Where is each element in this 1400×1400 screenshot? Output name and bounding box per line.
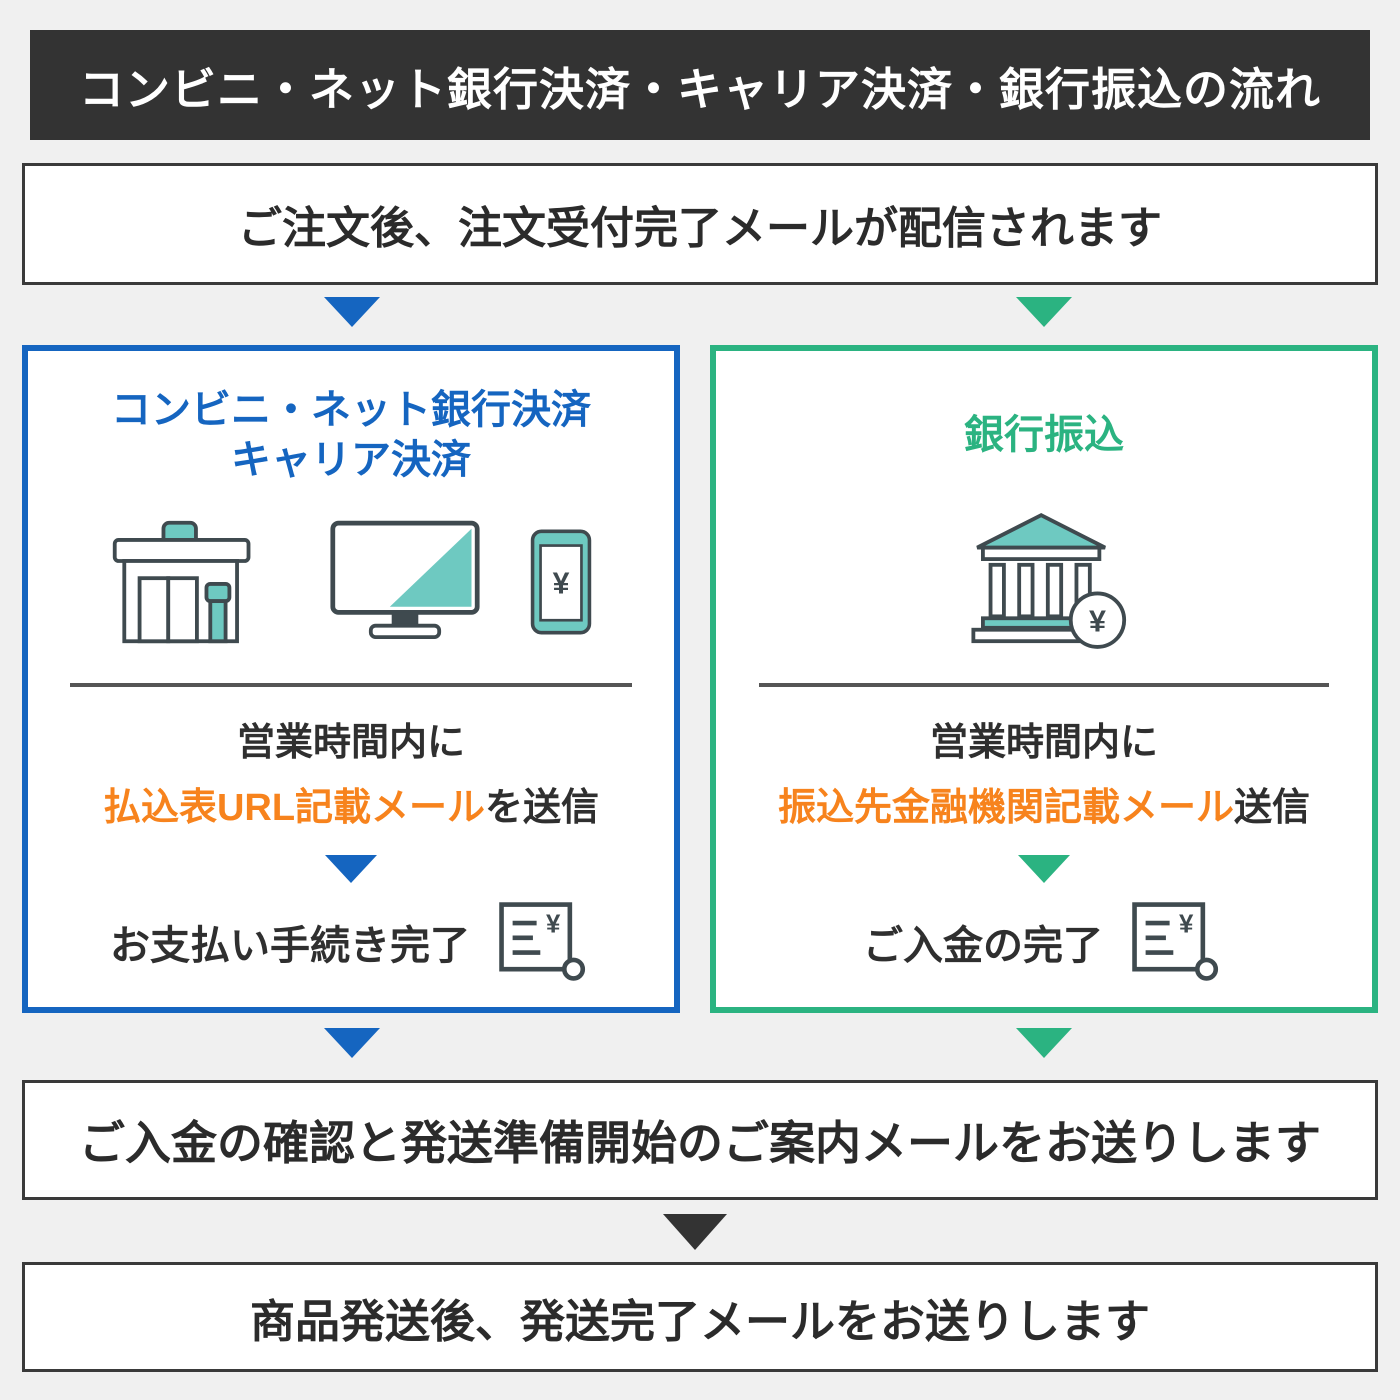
page-title-text: コンビニ・ネット銀行決済・キャリア決済・銀行振込の流れ <box>78 63 1321 115</box>
bank-icon: ¥ <box>971 513 1127 649</box>
right-divider <box>758 683 1330 687</box>
bank-icons-row: ¥ <box>716 497 1372 667</box>
arrow-down-blue-icon <box>324 297 380 327</box>
left-complete-row: お支払い手続き完了 ¥ <box>28 899 674 984</box>
left-complete-text: お支払い手続き完了 <box>110 923 470 968</box>
smartphone-yen-symbol: ¥ <box>553 568 570 601</box>
step-payment-confirmed: ご入金の確認と発送準備開始のご案内メールをお送りします <box>22 1080 1378 1200</box>
arrow-down-green-icon <box>1016 297 1072 327</box>
left-inner-arrow-icon <box>325 855 377 883</box>
arrow-down-green-icon <box>1016 1028 1072 1058</box>
panel-convenience-title-line2: キャリア決済 <box>231 438 471 482</box>
step-order-received-text: ご注文後、注文受付完了メールが配信されます <box>238 204 1162 253</box>
panel-bank-title: 銀行振込 <box>716 381 1372 489</box>
left-mail-suffix: を送信 <box>485 787 600 829</box>
receipt-icon: ¥ <box>499 902 586 981</box>
panel-bank-title-text: 銀行振込 <box>964 413 1124 457</box>
step-shipped-text: 商品発送後、発送完了メールをお送りします <box>249 1295 1150 1347</box>
receipt-icon: ¥ <box>1132 902 1219 981</box>
receipt-yen-symbol: ¥ <box>546 910 561 938</box>
left-mail-text: 払込表URL記載メールを送信 <box>28 776 674 831</box>
right-hours-text: 営業時間内に <box>929 722 1158 764</box>
right-mail-highlight: 振込先金融機関記載メール <box>777 787 1234 829</box>
panel-convenience-payment: コンビニ・ネット銀行決済 キャリア決済 <box>22 345 680 1013</box>
smartphone-icon: ¥ <box>530 529 592 635</box>
convenience-store-icon <box>112 520 251 644</box>
right-complete-row: ご入金の完了 ¥ <box>716 899 1372 984</box>
page-title: コンビニ・ネット銀行決済・キャリア決済・銀行振込の流れ <box>30 30 1370 140</box>
right-inner-arrow-icon <box>1018 855 1070 883</box>
panel-convenience-title-line1: コンビニ・ネット銀行決済 <box>111 388 591 432</box>
step-payment-confirmed-text: ご入金の確認と発送準備開始のご案内メールをお送りします <box>79 1117 1321 1169</box>
right-mail-suffix: 送信 <box>1234 787 1311 829</box>
right-complete-text: ご入金の完了 <box>863 923 1103 968</box>
left-divider <box>69 683 632 687</box>
bank-yen-symbol: ¥ <box>1089 605 1106 639</box>
arrow-down-dark-icon <box>663 1214 727 1250</box>
step-order-received: ご注文後、注文受付完了メールが配信されます <box>22 163 1378 285</box>
panel-convenience-title: コンビニ・ネット銀行決済 キャリア決済 <box>28 381 674 489</box>
right-mail-text: 振込先金融機関記載メール送信 <box>716 776 1372 831</box>
panel-bank-transfer: 銀行振込 ¥ 営業時間内に 振込先金融機関記載メール送信 <box>710 345 1378 1013</box>
left-hours-text: 営業時間内に <box>236 722 465 764</box>
arrow-down-blue-icon <box>324 1028 380 1058</box>
receipt-yen-symbol: ¥ <box>1179 910 1194 938</box>
step-shipped: 商品発送後、発送完了メールをお送りします <box>22 1262 1378 1372</box>
left-mail-highlight: 払込表URL記載メール <box>102 787 486 829</box>
monitor-icon <box>330 520 480 639</box>
convenience-icons-row: ¥ <box>28 497 674 667</box>
